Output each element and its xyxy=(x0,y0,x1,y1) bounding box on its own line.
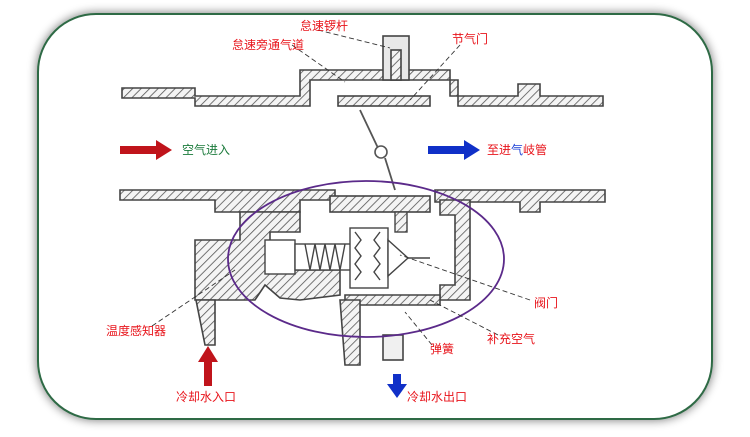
spring-plunger xyxy=(264,211,430,289)
label-temp-sensor: 温度感知器 xyxy=(106,324,167,338)
coolant-outlet-nozzle xyxy=(382,334,404,361)
label-supplement-air: 补充空气 xyxy=(487,332,536,346)
valve-block-top xyxy=(329,195,431,213)
label-coolant-in: 冷却水入口 xyxy=(176,390,237,404)
coolant-out-arrow xyxy=(387,374,407,398)
throttle-pivot xyxy=(374,145,388,159)
to-manifold-arrow xyxy=(428,140,480,160)
air-in-arrow xyxy=(120,140,172,160)
upper-duct-wall xyxy=(121,69,604,107)
spring-coil-2 xyxy=(354,231,381,281)
valve-cone xyxy=(387,238,410,278)
right-passage-wall xyxy=(439,199,471,301)
coolant-in-arrow xyxy=(198,346,218,386)
highlight-ellipse xyxy=(227,180,505,338)
label-to-manifold: 至进气岐管 xyxy=(487,143,548,157)
throttle-plate xyxy=(337,95,431,107)
spring-coil-1 xyxy=(304,243,346,271)
label-throttle: 节气门 xyxy=(452,32,489,46)
label-spring: 弹簧 xyxy=(430,342,455,356)
label-valve: 阀门 xyxy=(534,296,559,310)
label-idle-bypass: 怠速旁通气道 xyxy=(232,38,305,52)
coolant-inlet-pipe xyxy=(195,299,216,346)
label-idle-rod: 怠速锣杆 xyxy=(300,19,349,33)
leader-lines xyxy=(151,29,531,346)
label-coolant-out: 冷却水出口 xyxy=(407,390,468,404)
label-air-in: 空气进入 xyxy=(182,143,231,157)
coolant-outlet-pipe-left xyxy=(339,299,361,366)
